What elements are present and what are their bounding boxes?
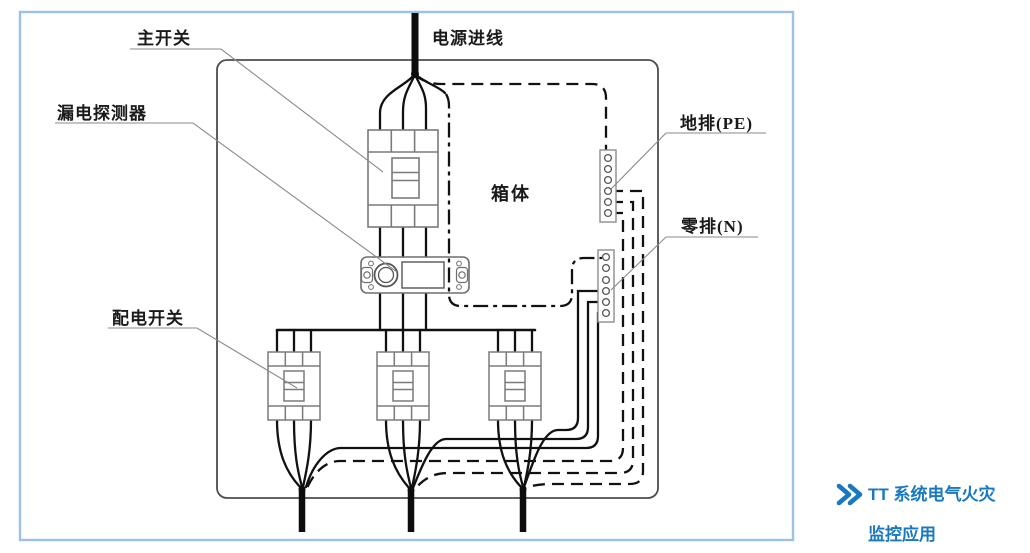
main-breaker [367, 129, 439, 228]
main-breaker-switch [391, 157, 420, 199]
label-power-inlet: 电源进线 [432, 28, 504, 48]
caption-line-2: 监控应用 [868, 525, 936, 544]
neutral-return-wires [304, 289, 604, 490]
ground-bar-pe [599, 149, 617, 223]
junction-dots [298, 70, 527, 494]
neutral-feed-wire [444, 93, 602, 308]
pe-earth-wires [305, 75, 645, 490]
double-chevron-right-icon [836, 483, 863, 506]
leakage-detector-device [360, 256, 470, 294]
label-main-switch: 主开关 [137, 28, 191, 48]
distribution-breaker-3 [488, 351, 542, 421]
breaker-switch [504, 370, 526, 402]
figure-caption: TT 系统电气火灾 监控应用 [836, 480, 1026, 550]
distribution-breaker-2 [376, 351, 430, 421]
neutral-bar-n [597, 249, 615, 323]
label-ground-bar-pe: 地排(PE) [680, 113, 753, 133]
caption-line-1: TT 系统电气火灾 [868, 485, 996, 504]
label-cabinet: 箱体 [491, 183, 531, 204]
detector-display [401, 261, 445, 289]
label-leakage-detector: 漏电探测器 [57, 103, 147, 123]
breaker-switch [283, 370, 305, 402]
supply-cable [298, 13, 527, 532]
leader-lines [55, 48, 766, 389]
label-distribution-switch: 配电开关 [112, 308, 184, 328]
label-neutral-bar-n: 零排(N) [680, 216, 744, 236]
breaker-switch [392, 370, 414, 402]
